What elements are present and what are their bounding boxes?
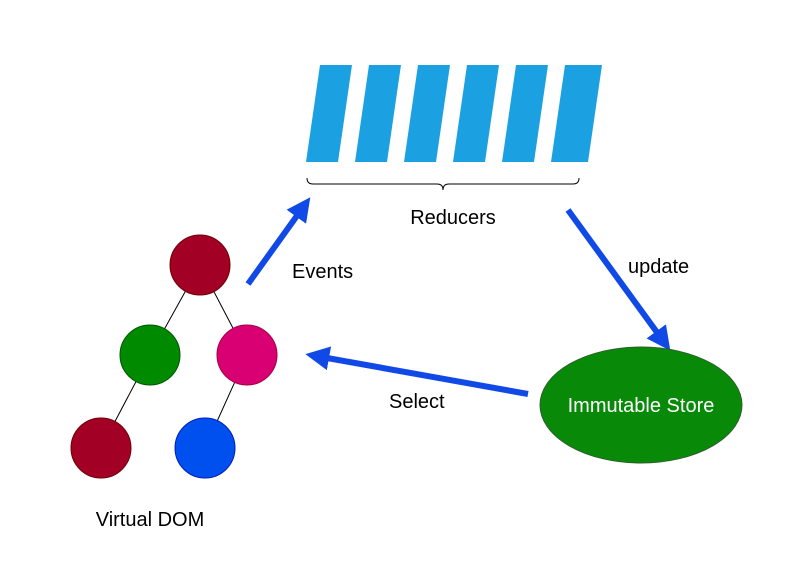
tree-node-root [169,234,231,296]
reducer-bar-4 [453,65,499,162]
reducer-bar-6 [551,65,602,162]
select-label: Select [389,391,445,413]
reducers-group [306,65,602,162]
reducer-bar-2 [355,65,401,162]
immutable-store-label: Immutable Store [568,395,715,417]
reducer-bar-5 [502,65,548,162]
tree-node-right [216,324,278,386]
reducer-bar-1 [306,65,352,162]
tree-node-left [119,324,181,386]
update-arrow [565,208,671,351]
update-label: update [628,256,689,278]
tree-node-left-left [70,417,132,479]
reducer-bar-3 [404,65,450,162]
immutable-store [539,346,743,464]
select-arrow [305,346,529,397]
reducers-brace [306,177,580,191]
events-label: Events [292,261,353,283]
virtual-dom-label: Virtual DOM [96,509,205,531]
reducers-label: Reducers [410,207,496,229]
tree-node-right-left [174,417,236,479]
virtual-dom-tree [70,234,278,479]
events-arrow [245,197,311,286]
